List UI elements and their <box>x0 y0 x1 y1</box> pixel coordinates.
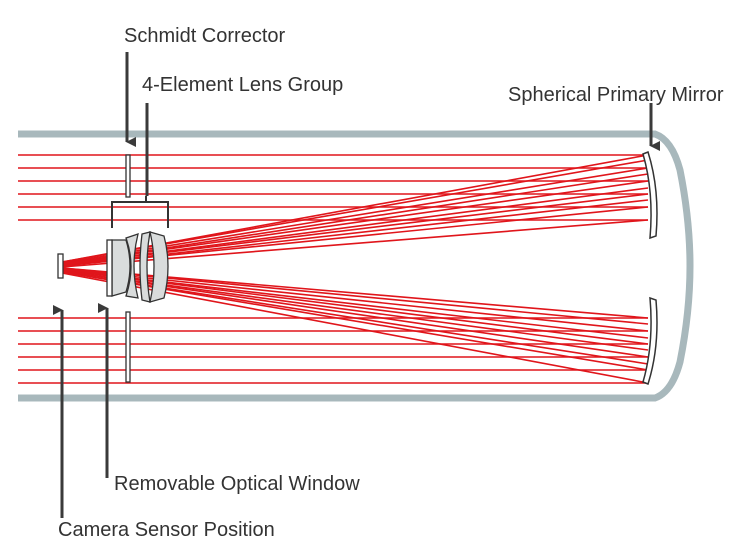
mirror-lower-segment <box>642 296 658 385</box>
diagram-labels: Schmidt Corrector 4-Element Lens Group S… <box>58 25 724 541</box>
label-camera-sensor: Camera Sensor Position <box>58 519 275 541</box>
lens-group <box>111 196 169 303</box>
lens-element-1 <box>111 239 131 297</box>
callout-arrows <box>53 52 660 518</box>
tube-top-wall <box>18 130 694 402</box>
label-optical-window: Removable Optical Window <box>114 473 360 495</box>
lens-element-4 <box>149 231 169 303</box>
schmidt-corrector-plate <box>125 154 131 383</box>
spherical-primary-mirror <box>642 151 658 385</box>
camera-sensor <box>57 253 64 279</box>
label-lens-group: 4-Element Lens Group <box>142 74 343 96</box>
label-primary-mirror: Spherical Primary Mirror <box>508 84 724 106</box>
telescope-tube <box>18 130 694 402</box>
lens-element-2 <box>125 233 139 299</box>
corrector-lower-part <box>125 311 131 383</box>
removable-optical-window <box>106 239 113 297</box>
label-schmidt-corrector: Schmidt Corrector <box>124 25 285 47</box>
lens-element-3 <box>139 231 151 303</box>
mirror-upper-segment <box>642 151 658 240</box>
corrector-upper-part <box>125 154 131 198</box>
lens-group-bracket <box>111 196 169 228</box>
